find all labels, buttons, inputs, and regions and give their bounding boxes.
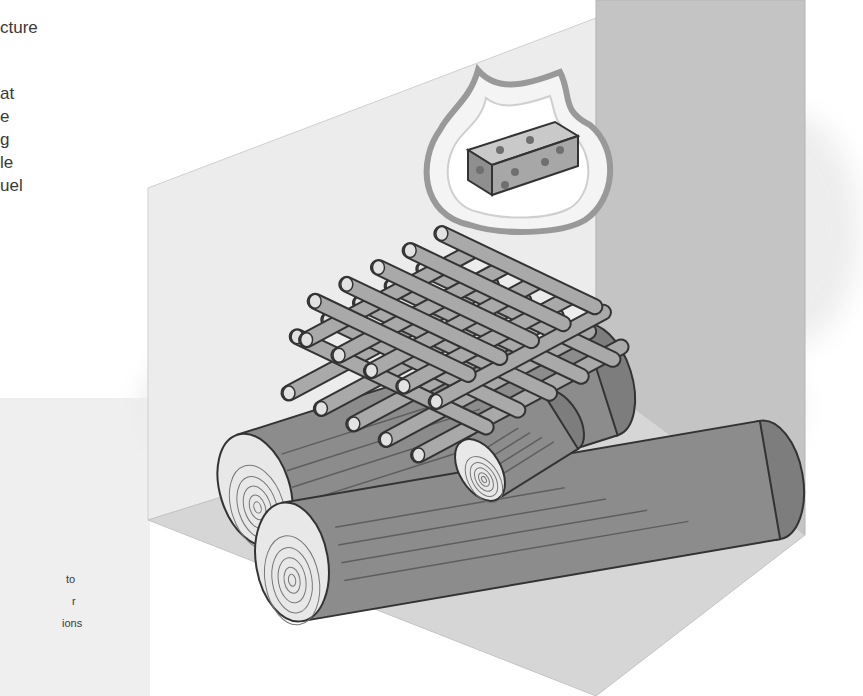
kindling-stick xyxy=(436,227,595,307)
cropped-text: le xyxy=(0,152,13,174)
flame xyxy=(427,70,611,232)
cropped-text: cture xyxy=(0,17,38,39)
kindling-sticks xyxy=(283,227,621,462)
side-panel xyxy=(0,398,150,696)
cropped-text: ions xyxy=(62,616,82,630)
cropped-text: to xyxy=(66,572,75,586)
cropped-text: g xyxy=(0,129,9,151)
cropped-text: at xyxy=(0,83,14,105)
cropped-text: r xyxy=(72,594,76,608)
cropped-text: e xyxy=(0,106,9,128)
cropped-text: uel xyxy=(0,175,23,197)
firestarter xyxy=(427,70,611,232)
